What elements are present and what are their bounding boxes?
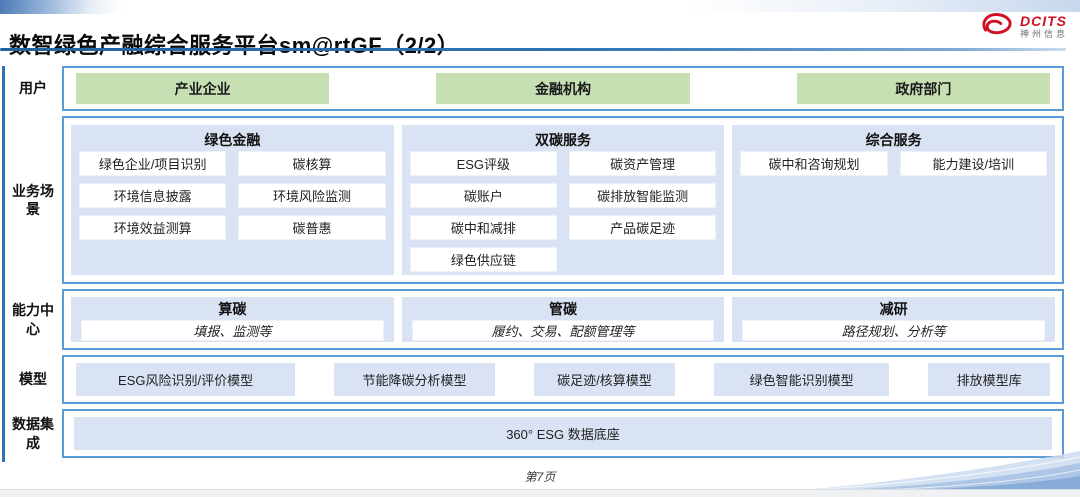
capability-panel-reduce-research: 减研 路径规划、分析等 bbox=[732, 297, 1056, 342]
scenario-item: 碳普惠 bbox=[238, 215, 386, 240]
group-item-grid: ESG评级 碳资产管理 碳账户 碳排放智能监测 碳中和减排 产品碳足迹 绿色供应… bbox=[409, 151, 717, 272]
capability-subtitle: 路径规划、分析等 bbox=[742, 320, 1046, 341]
model-box: 绿色智能识别模型 bbox=[713, 363, 890, 396]
scenarios-row-label: 业务场景 bbox=[12, 182, 54, 217]
scenario-item: 绿色供应链 bbox=[409, 247, 557, 272]
brand-name: DCITS bbox=[1019, 13, 1067, 29]
scenario-item: 碳账户 bbox=[409, 183, 557, 208]
top-right-swoosh-decoration bbox=[520, 0, 1080, 12]
brand-subname: 神州信息 bbox=[1019, 29, 1068, 39]
capability-subtitle: 填报、监测等 bbox=[81, 320, 384, 341]
model-box: 碳足迹/核算模型 bbox=[533, 363, 675, 396]
scenario-group-comprehensive: 综合服务 碳中和咨询规划 能力建设/培训 bbox=[732, 125, 1056, 275]
scenario-item: 产品碳足迹 bbox=[569, 215, 717, 240]
scenario-item: 环境风险监测 bbox=[238, 183, 386, 208]
architecture-diagram: 用户 产业企业 金融机构 政府部门 业务场景 绿色金融 绿色企业/项目识别 碳核… bbox=[8, 66, 1064, 458]
capability-panel-calc-carbon: 算碳 填报、监测等 bbox=[71, 297, 394, 342]
page-title: 数智绿色产融综合服务平台sm@rtGF（2/2） bbox=[9, 32, 460, 58]
scenario-item: 能力建设/培训 bbox=[899, 151, 1048, 176]
scenario-item: 环境信息披露 bbox=[79, 183, 227, 208]
scenarios-band: 绿色金融 绿色企业/项目识别 碳核算 环境信息披露 环境风险监测 环境效益测算 … bbox=[62, 116, 1064, 284]
scenario-item: 绿色企业/项目识别 bbox=[79, 151, 227, 176]
top-left-swoosh-decoration bbox=[0, 0, 190, 14]
user-chip-finance: 金融机构 bbox=[436, 73, 690, 104]
scenario-group-dual-carbon: 双碳服务 ESG评级 碳资产管理 碳账户 碳排放智能监测 碳中和减排 产品碳足迹… bbox=[401, 125, 725, 275]
group-title: 绿色金融 bbox=[204, 132, 261, 148]
users-band: 产业企业 金融机构 政府部门 bbox=[62, 66, 1064, 111]
group-title: 双碳服务 bbox=[535, 132, 591, 148]
row-scenarios: 业务场景 绿色金融 绿色企业/项目识别 碳核算 环境信息披露 环境风险监测 环境… bbox=[8, 116, 1064, 284]
model-box: ESG风险识别/评价模型 bbox=[76, 363, 296, 396]
scenario-item: 碳中和咨询规划 bbox=[740, 151, 888, 176]
scenario-group-green-finance: 绿色金融 绿色企业/项目识别 碳核算 环境信息披露 环境风险监测 环境效益测算 … bbox=[71, 125, 394, 275]
scenario-item: 碳中和减排 bbox=[409, 215, 557, 240]
user-chip-industry: 产业企业 bbox=[76, 73, 330, 104]
data-integration-row-label: 数据集成 bbox=[12, 416, 54, 451]
row-models: 模型 ESG风险识别/评价模型 节能降碳分析模型 碳足迹/核算模型 绿色智能识别… bbox=[8, 355, 1064, 404]
scenario-item: 环境效益测算 bbox=[79, 215, 227, 240]
scenario-item: ESG评级 bbox=[409, 151, 557, 176]
models-row-label: 模型 bbox=[19, 371, 47, 388]
capability-title: 管碳 bbox=[549, 301, 577, 317]
capabilities-row-label: 能力中心 bbox=[12, 302, 54, 337]
scenario-item: 碳核算 bbox=[238, 151, 386, 176]
models-band: ESG风险识别/评价模型 节能降碳分析模型 碳足迹/核算模型 绿色智能识别模型 … bbox=[62, 355, 1064, 404]
left-accent-line bbox=[2, 66, 5, 462]
data-integration-band: 360° ESG 数据底座 bbox=[62, 409, 1064, 458]
scenario-item: 碳资产管理 bbox=[569, 151, 717, 176]
user-chip-government: 政府部门 bbox=[796, 73, 1050, 104]
capability-subtitle: 履约、交易、配额管理等 bbox=[411, 320, 715, 341]
capability-title: 减研 bbox=[879, 301, 908, 317]
brand-logo: DCITS 神州信息 bbox=[977, 10, 1068, 43]
scenario-item: 碳排放智能监测 bbox=[569, 183, 717, 208]
capability-title: 算碳 bbox=[218, 301, 247, 317]
title-underline bbox=[0, 48, 1066, 51]
capabilities-band: 算碳 填报、监测等 管碳 履约、交易、配额管理等 减研 路径规划、分析等 bbox=[62, 289, 1064, 350]
users-row-label: 用户 bbox=[19, 80, 47, 97]
model-box: 节能降碳分析模型 bbox=[334, 363, 495, 396]
group-item-grid: 绿色企业/项目识别 碳核算 环境信息披露 环境风险监测 环境效益测算 碳普惠 bbox=[79, 151, 386, 240]
dcits-swirl-icon bbox=[977, 10, 1015, 43]
group-title: 综合服务 bbox=[865, 132, 922, 148]
brand-text: DCITS 神州信息 bbox=[1020, 14, 1068, 39]
row-data-integration: 数据集成 360° ESG 数据底座 bbox=[8, 409, 1064, 458]
capability-panel-manage-carbon: 管碳 履约、交易、配额管理等 bbox=[401, 297, 725, 342]
group-item-grid: 碳中和咨询规划 能力建设/培训 bbox=[740, 151, 1048, 176]
footer-band bbox=[0, 489, 1080, 497]
row-users: 用户 产业企业 金融机构 政府部门 bbox=[8, 66, 1064, 111]
esg-data-base-box: 360° ESG 数据底座 bbox=[74, 417, 1052, 450]
page-number: 第7页 bbox=[524, 470, 556, 484]
model-box: 排放模型库 bbox=[928, 363, 1050, 396]
row-capabilities: 能力中心 算碳 填报、监测等 管碳 履约、交易、配额管理等 减研 路径规划、分析… bbox=[8, 289, 1064, 350]
